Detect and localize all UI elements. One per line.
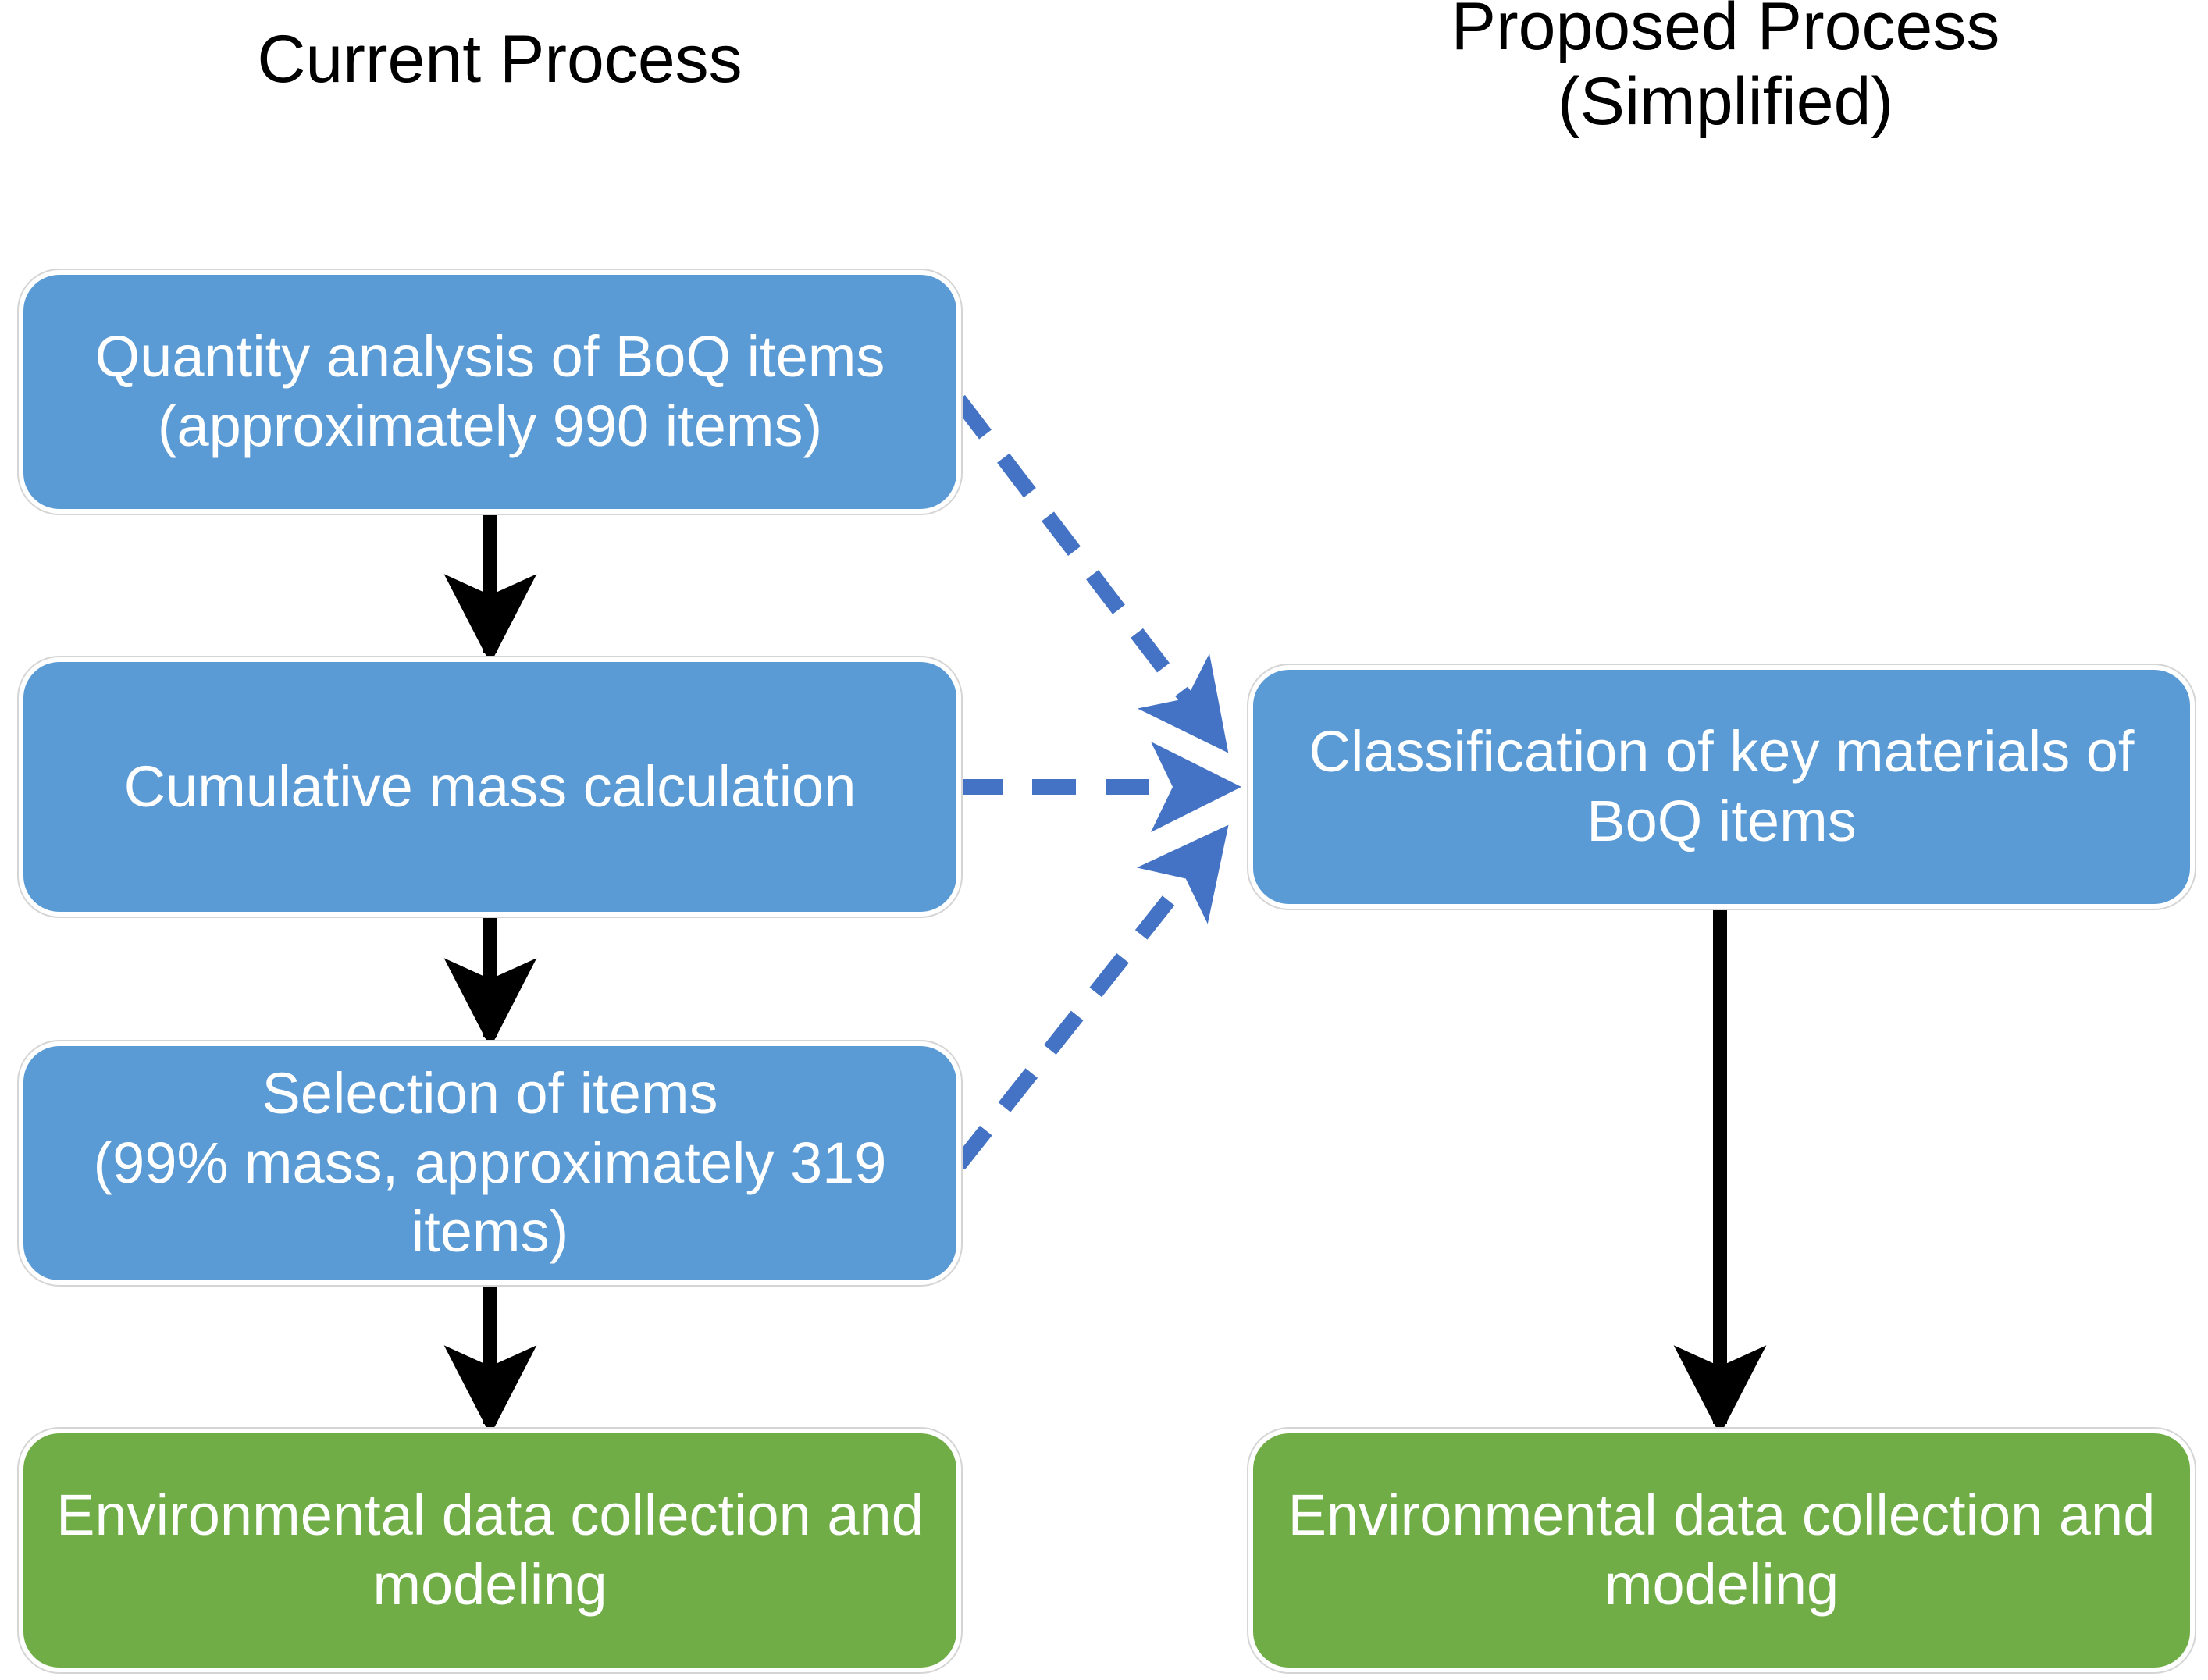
- column-title-current-process: Current Process: [257, 22, 743, 97]
- node-cumulative-mass-calculation[interactable]: Cumulative mass calculation: [23, 662, 956, 912]
- node-quantity-analysis[interactable]: Quantity analysis of BoQ items (approxim…: [23, 275, 956, 509]
- column-title-proposed-process: Proposed Process (Simplified): [1451, 0, 2000, 140]
- node-classification-of-key-materials[interactable]: Classification of key materials of BoQ i…: [1253, 670, 2190, 904]
- node-environmental-data-left[interactable]: Environmental data collection and modeli…: [23, 1433, 956, 1668]
- node-selection-of-items[interactable]: Selection of items (99% mass, approximat…: [23, 1046, 956, 1280]
- connector-quantity-to-classification: [953, 394, 1229, 753]
- connector-selection-to-classification: [953, 824, 1229, 1170]
- node-environmental-data-right[interactable]: Environmental data collection and modeli…: [1253, 1433, 2190, 1668]
